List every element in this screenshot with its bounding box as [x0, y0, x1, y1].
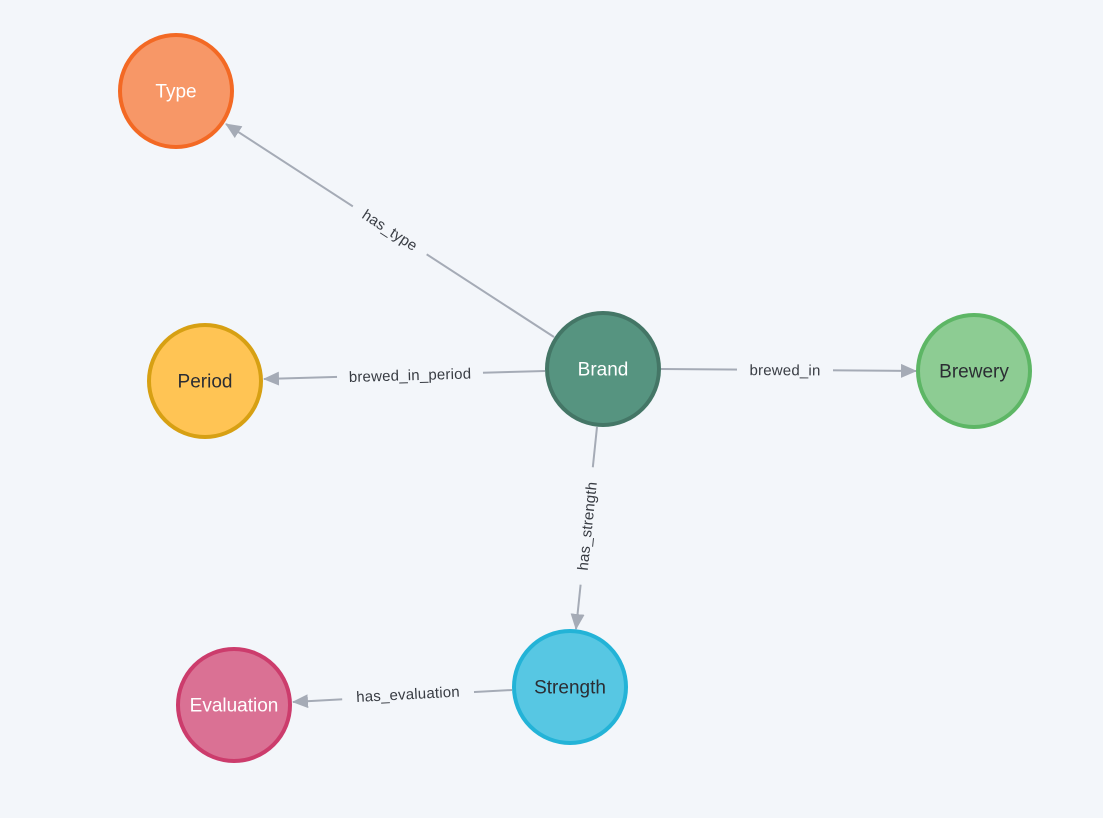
- node-label: Brewery: [939, 362, 1009, 383]
- edge-label[interactable]: has_evaluation: [356, 684, 460, 706]
- node-label: Period: [178, 372, 233, 393]
- node-circle[interactable]: [545, 311, 661, 427]
- node-circle[interactable]: [916, 313, 1032, 429]
- node-brewery[interactable]: Brewery: [916, 313, 1032, 429]
- node-label: Strength: [534, 678, 606, 699]
- edge-label-background: [341, 680, 475, 708]
- edge-label-background: [570, 466, 604, 586]
- edge-label-background: [347, 197, 433, 263]
- edge-brewed-in-period[interactable]: brewed_in_period: [263, 362, 546, 388]
- node-label: Evaluation: [190, 696, 279, 717]
- edge-has-evaluation[interactable]: has_evaluation: [292, 680, 513, 709]
- edge-label[interactable]: brewed_in: [749, 362, 820, 379]
- node-strength[interactable]: Strength: [512, 629, 628, 745]
- node-brand[interactable]: Brand: [545, 311, 661, 427]
- node-label: Type: [155, 82, 196, 103]
- node-label: Brand: [578, 360, 629, 381]
- edge-label[interactable]: brewed_in_period: [349, 366, 472, 386]
- node-circle[interactable]: [512, 629, 628, 745]
- node-circle[interactable]: [147, 323, 263, 439]
- node-circle[interactable]: [176, 647, 292, 763]
- node-evaluation[interactable]: Evaluation: [176, 647, 292, 763]
- node-type[interactable]: Type: [118, 33, 234, 149]
- edge-brewed-in[interactable]: brewed_in: [660, 359, 917, 381]
- node-period[interactable]: Period: [147, 323, 263, 439]
- node-circle[interactable]: [118, 33, 234, 149]
- edge-label-background: [736, 359, 834, 381]
- edge-label-background: [336, 362, 484, 388]
